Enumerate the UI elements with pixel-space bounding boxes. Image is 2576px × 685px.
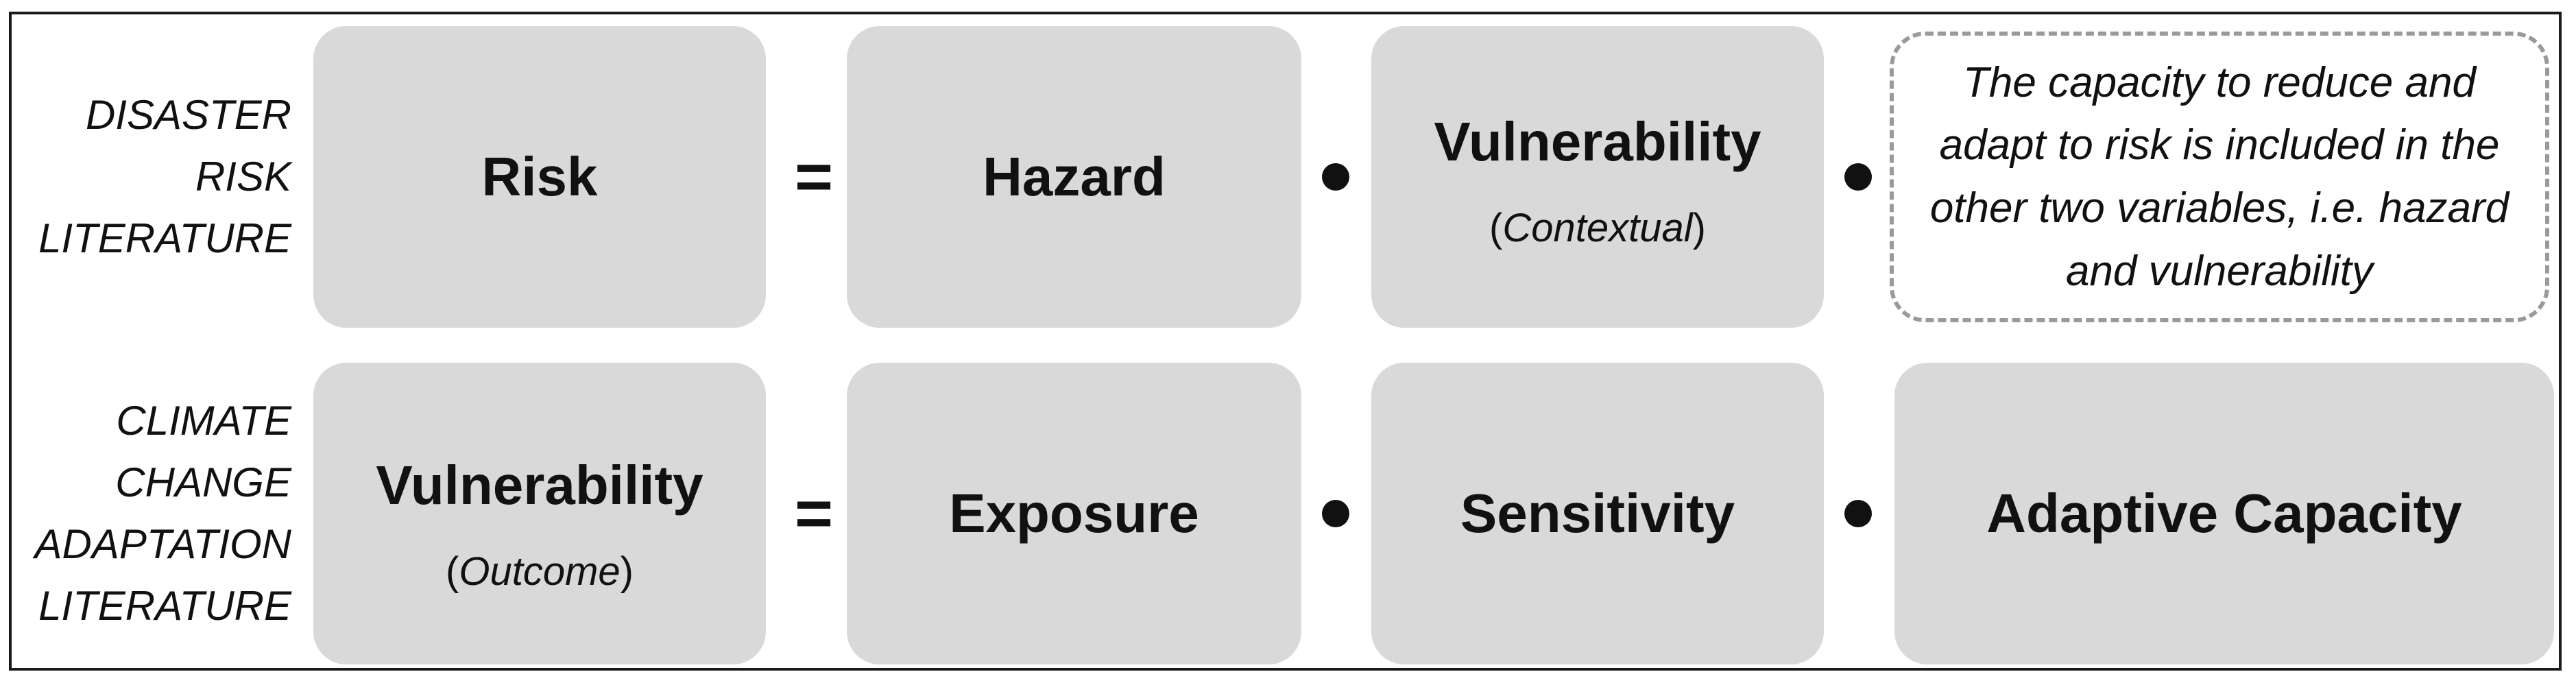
capacity-note: The capacity to reduce and adapt to risk…: [1890, 32, 2549, 322]
multiply-dot-icon: [1322, 163, 1349, 191]
risk-box: Risk: [313, 26, 766, 328]
disaster-risk-row: DISASTER RISK LITERATURE Risk = Hazard V…: [12, 26, 2559, 328]
climate-adaptation-row: CLIMATE CHANGE ADAPTATION LITERATURE Vul…: [12, 363, 2559, 664]
diagram-frame: DISASTER RISK LITERATURE Risk = Hazard V…: [9, 12, 2562, 671]
multiply-dot: [1301, 26, 1370, 328]
adaptive-capacity-title: Adaptive Capacity: [1986, 483, 2462, 544]
equals-sign: =: [794, 477, 834, 550]
vulnerability-contextual-box: Vulnerability (Contextual): [1371, 26, 1824, 328]
row-label-line: RISK: [195, 154, 291, 200]
row-label-line: ADAPTATION: [34, 521, 291, 567]
vulnerability-title: Vulnerability: [1434, 110, 1761, 172]
row-label-line: LITERATURE: [38, 583, 291, 629]
row-label-disaster-risk: DISASTER RISK LITERATURE: [12, 26, 291, 328]
multiply-dot-icon: [1844, 163, 1872, 191]
row-label-climate-adaptation: CLIMATE CHANGE ADAPTATION LITERATURE: [12, 363, 291, 664]
multiply-dot: [1301, 363, 1370, 664]
hazard-box: Hazard: [847, 26, 1301, 328]
hazard-title: Hazard: [983, 146, 1166, 207]
equals-sign: =: [794, 140, 834, 213]
vulnerability-outcome-box: Vulnerability (Outcome): [313, 363, 766, 664]
multiply-dot-icon: [1322, 500, 1349, 527]
capacity-note-text: The capacity to reduce and adapt to risk…: [1929, 58, 2509, 295]
vulnerability-outcome-subtitle: (Outcome): [446, 549, 634, 594]
adaptive-capacity-box: Adaptive Capacity: [1894, 363, 2554, 664]
row-label-line: CLIMATE: [116, 398, 291, 444]
multiply-dot: [1824, 26, 1892, 328]
sensitivity-box: Sensitivity: [1371, 363, 1824, 664]
multiply-dot: [1824, 363, 1892, 664]
exposure-box: Exposure: [847, 363, 1301, 664]
row-label-line: DISASTER: [85, 92, 291, 138]
vulnerability-outcome-title: Vulnerability: [376, 454, 703, 516]
exposure-title: Exposure: [949, 483, 1199, 544]
risk-title: Risk: [481, 146, 598, 207]
sensitivity-title: Sensitivity: [1460, 483, 1735, 544]
multiply-dot-icon: [1844, 500, 1872, 527]
vulnerability-subtitle: (Contextual): [1489, 205, 1706, 250]
row-label-line: CHANGE: [115, 459, 291, 505]
row-label-line: LITERATURE: [38, 215, 291, 261]
